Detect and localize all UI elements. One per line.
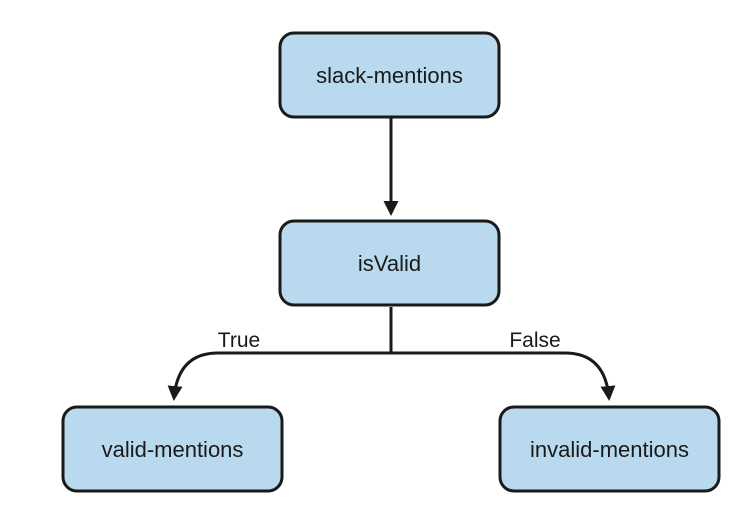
- node-valid-mentions-label: valid-mentions: [102, 437, 244, 462]
- edge-false-branch: [391, 351, 616, 401]
- node-slack-mentions: slack-mentions: [278, 31, 501, 119]
- true-label: True: [218, 329, 260, 352]
- false-label: False: [509, 329, 560, 352]
- node-invalid-mentions: invalid-mentions: [498, 405, 721, 493]
- node-invalid-mentions-label: invalid-mentions: [530, 437, 689, 462]
- node-valid-mentions: valid-mentions: [61, 405, 284, 493]
- node-slack-mentions-label: slack-mentions: [316, 63, 463, 88]
- node-isvalid: isValid: [278, 219, 501, 307]
- node-isvalid-label: isValid: [358, 251, 421, 276]
- edge-true-branch: [167, 351, 391, 401]
